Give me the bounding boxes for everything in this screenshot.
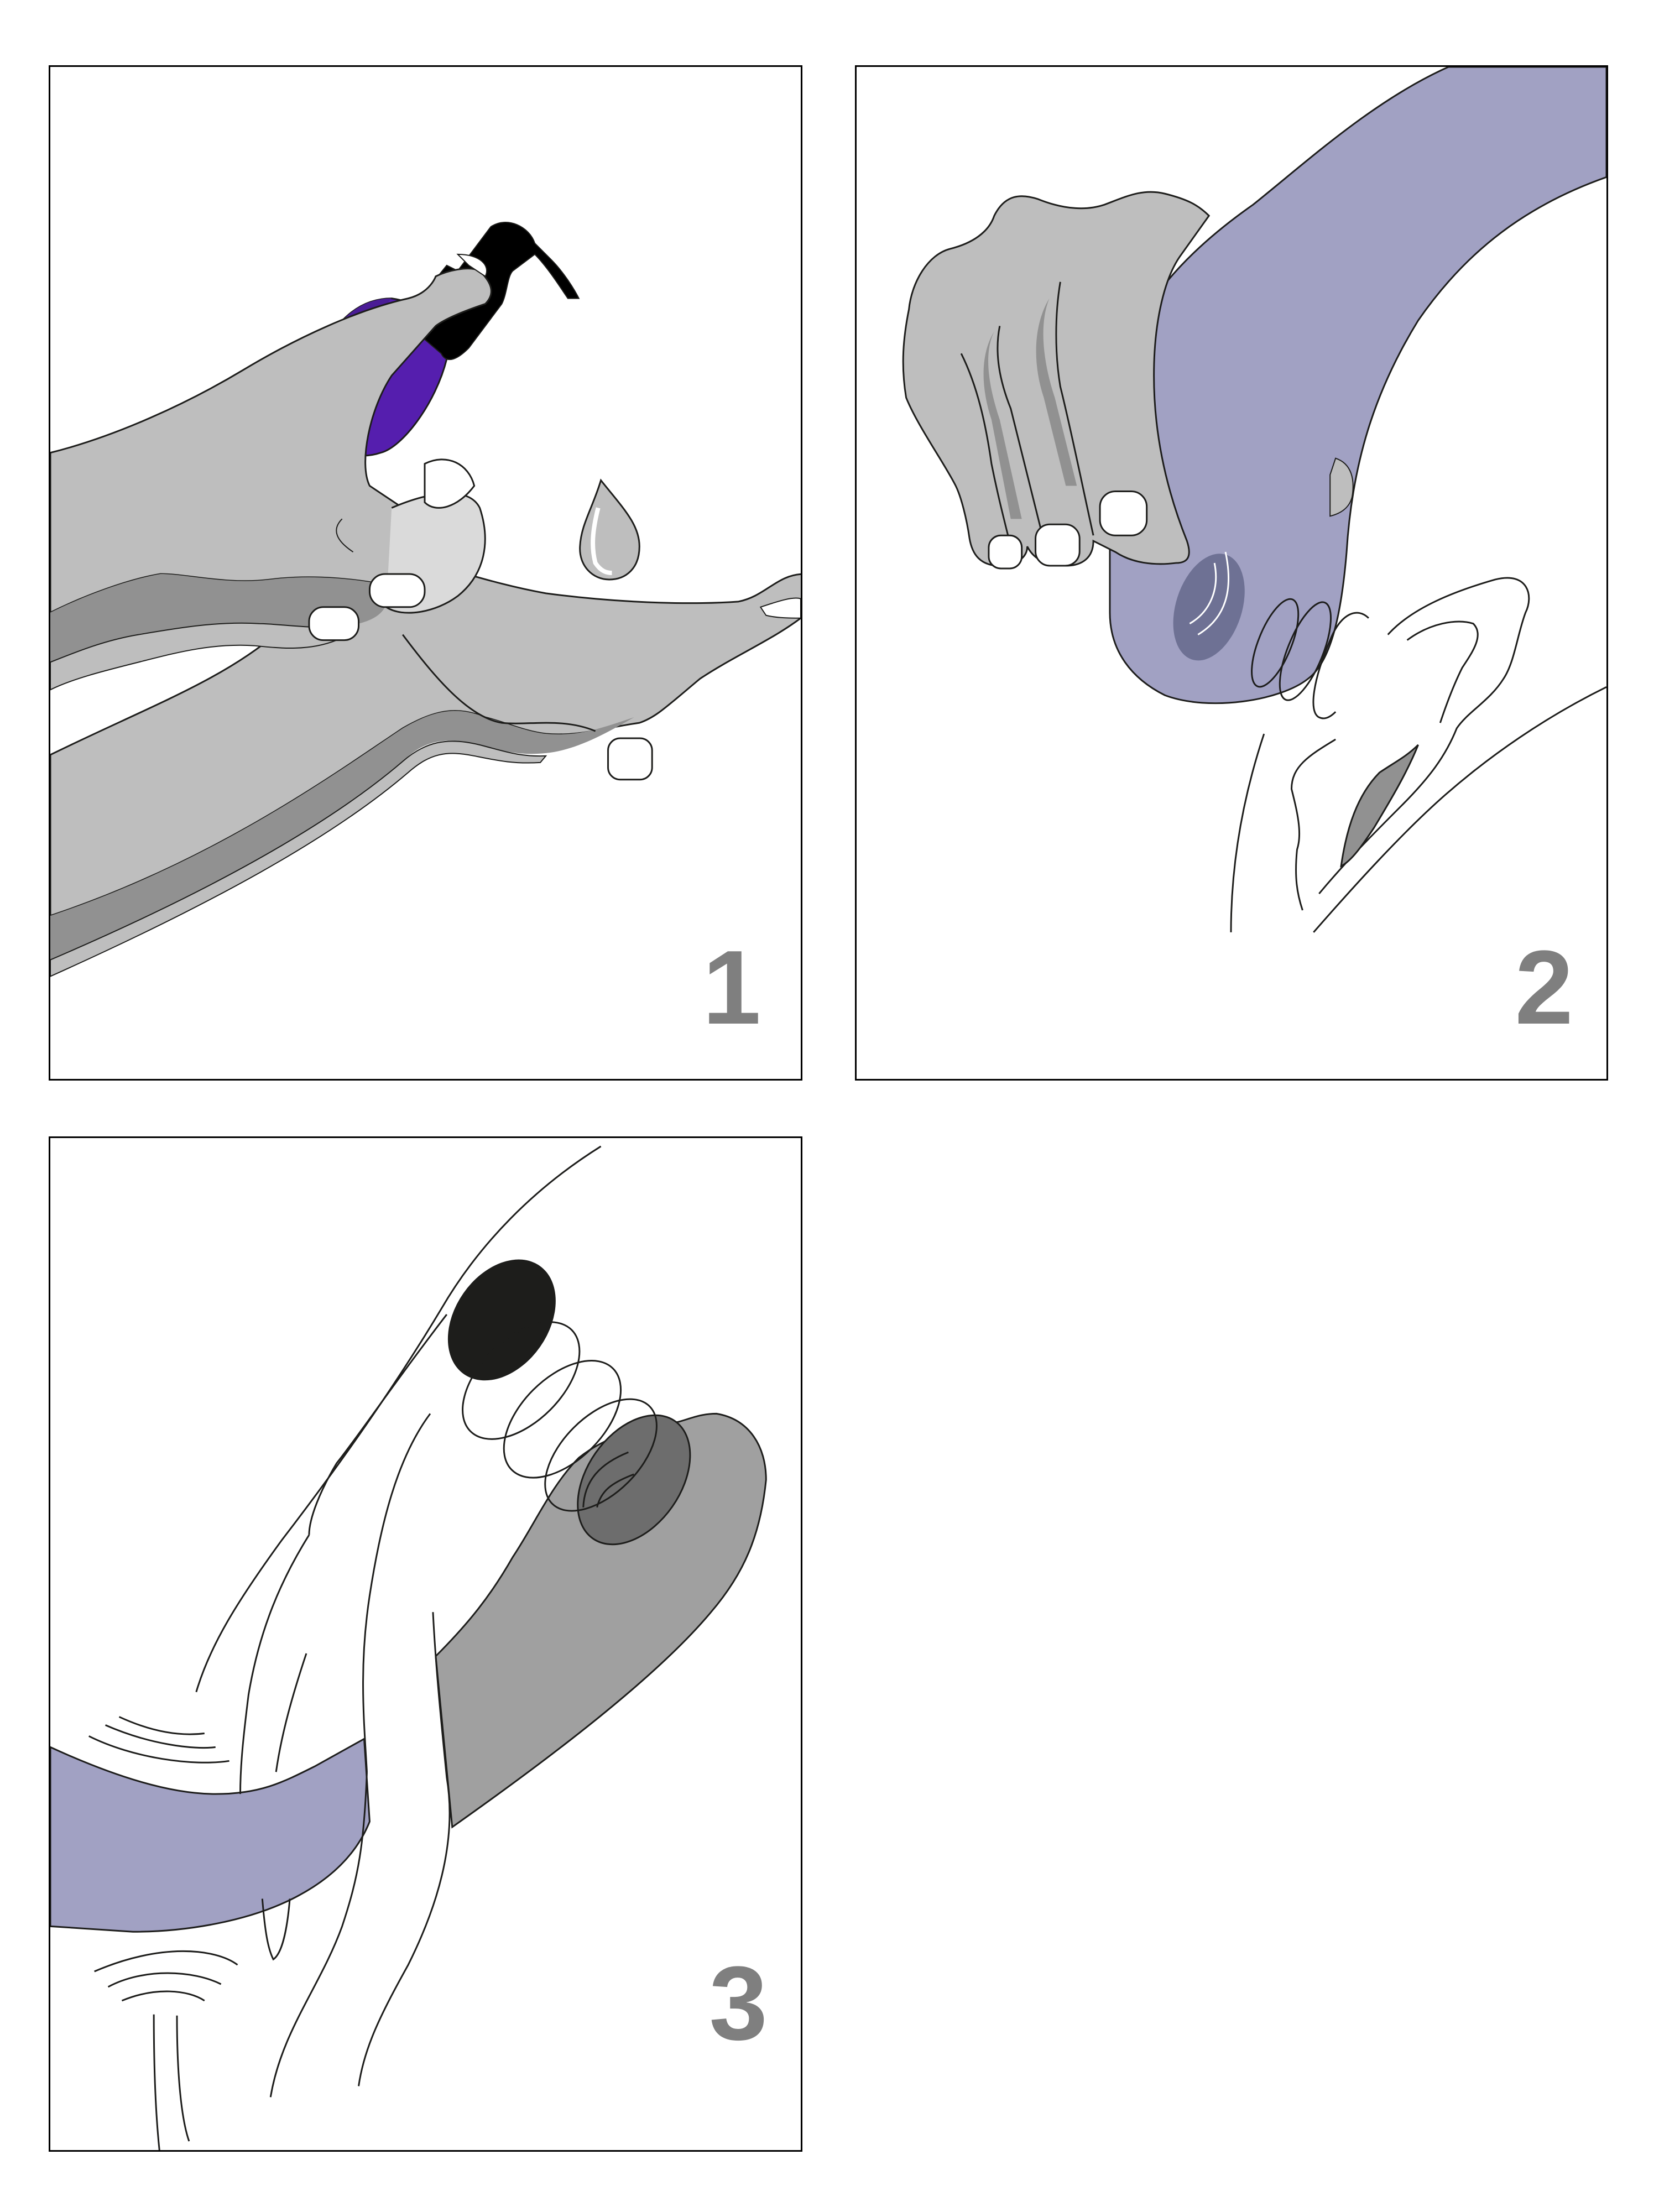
step-number-1: 1: [702, 929, 761, 1046]
target-spot-icon: [447, 1259, 556, 1381]
lubricant-drop-icon: [579, 478, 640, 581]
step-panel-1: 1: [49, 65, 802, 1081]
step-number-2: 2: [1515, 929, 1573, 1046]
fingernail: [1099, 490, 1148, 536]
step-panel-2: 2: [855, 65, 1608, 1081]
fingernail: [1035, 523, 1081, 567]
vibration-rings-icon: [462, 1321, 658, 1512]
body-contour-lines: [1230, 577, 1606, 933]
thumbnail-nail: [607, 737, 653, 781]
apply-lubricant-illustration: [50, 222, 801, 977]
position-device-illustration: [902, 67, 1606, 933]
fingernail: [988, 534, 1023, 570]
step-panel-3: 3: [49, 1136, 802, 2152]
fingernail: [308, 606, 360, 641]
device-gray-icon: [435, 1412, 767, 1829]
holding-hand-icon: [902, 191, 1354, 570]
vibration-ripples-icon: [1251, 598, 1369, 719]
suction-opening: [1173, 554, 1245, 661]
device-lavender-icon: [1109, 67, 1606, 705]
step-number-3: 3: [709, 1945, 768, 2062]
use-device-illustration: [50, 1145, 767, 2150]
pumping-hand-icon: [50, 253, 492, 691]
suction-opening: [577, 1414, 691, 1546]
body-contour-lines: [88, 1145, 602, 2150]
device-lavender-band: [50, 1737, 371, 1933]
fingernail: [368, 573, 426, 608]
